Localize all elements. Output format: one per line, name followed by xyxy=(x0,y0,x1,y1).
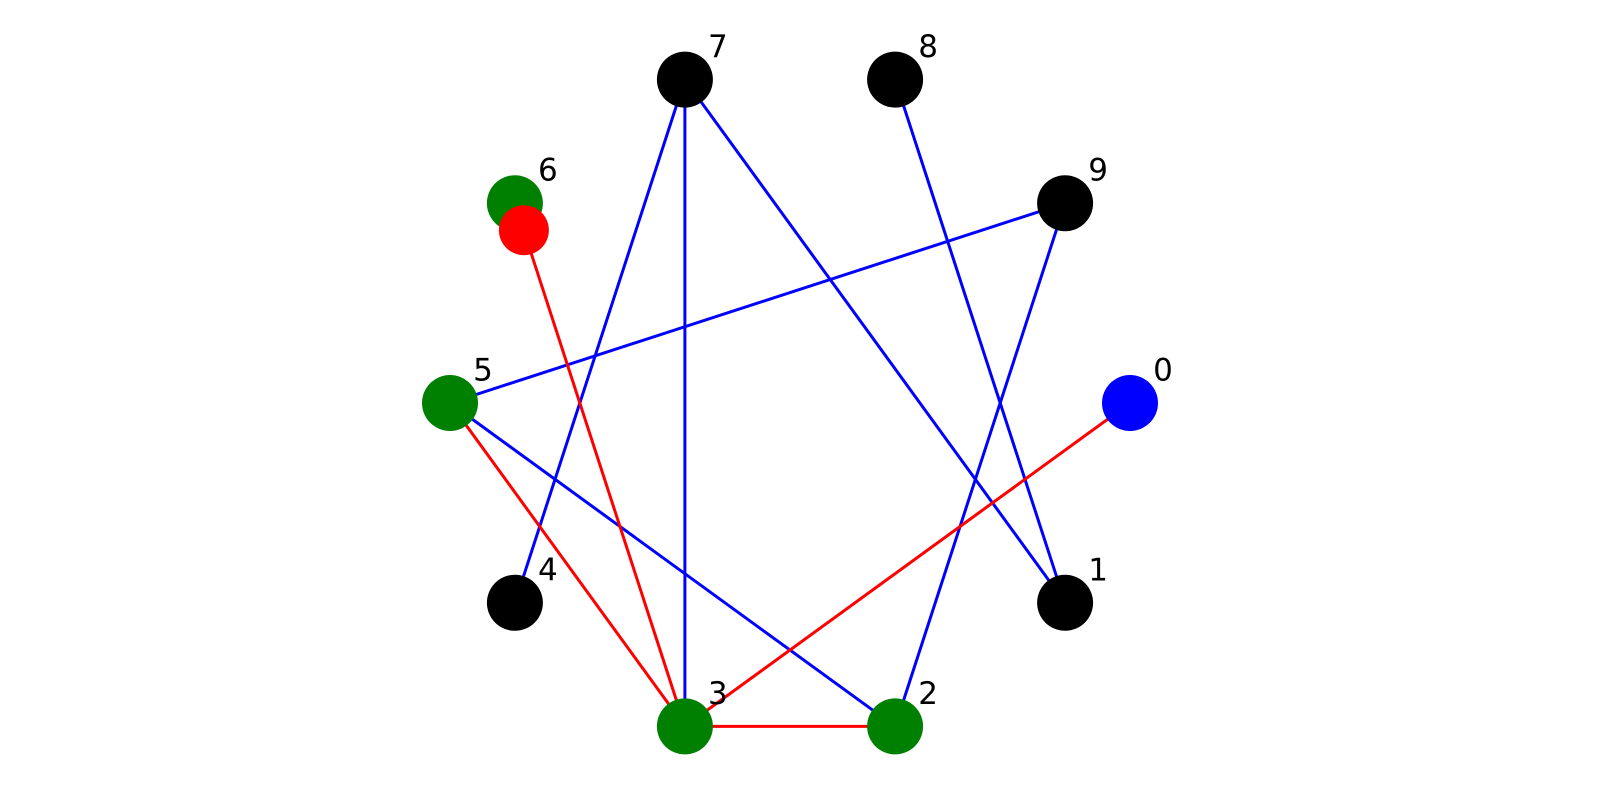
node-label-4: 4 xyxy=(538,552,558,588)
node-label-1: 1 xyxy=(1088,552,1108,588)
agent-marker xyxy=(498,205,549,256)
edge-8-1 xyxy=(893,79,1067,604)
node-2 xyxy=(867,698,924,755)
node-label-8: 8 xyxy=(918,29,938,65)
node-label-2: 2 xyxy=(918,676,938,712)
node-1 xyxy=(1037,574,1094,631)
edge-9-2 xyxy=(893,202,1067,727)
edge-6-3 xyxy=(513,202,687,727)
edge-9-5 xyxy=(449,201,1066,405)
node-label-0: 0 xyxy=(1153,353,1173,389)
node-label-7: 7 xyxy=(708,29,728,65)
nodes-layer xyxy=(422,51,1158,755)
labels-layer: 0 1 2 3 4 5 6 7 8 9 xyxy=(473,29,1173,712)
edge-5-3 xyxy=(448,402,687,728)
node-5 xyxy=(422,375,478,431)
node-7 xyxy=(656,51,713,108)
edge-7-4 xyxy=(513,79,687,604)
edge-5-2 xyxy=(449,401,896,728)
edge-0-3 xyxy=(684,401,1131,728)
node-3 xyxy=(656,698,713,755)
node-0 xyxy=(1102,375,1158,431)
node-8 xyxy=(867,51,924,108)
node-label-3: 3 xyxy=(708,676,728,712)
node-9 xyxy=(1037,175,1094,232)
edge-7-1 xyxy=(683,78,1067,604)
node-label-5: 5 xyxy=(473,353,493,389)
agent-layer xyxy=(498,205,549,256)
edges-layer xyxy=(448,78,1131,728)
node-label-9: 9 xyxy=(1088,153,1108,189)
node-label-6: 6 xyxy=(538,153,558,189)
node-4 xyxy=(486,574,543,631)
